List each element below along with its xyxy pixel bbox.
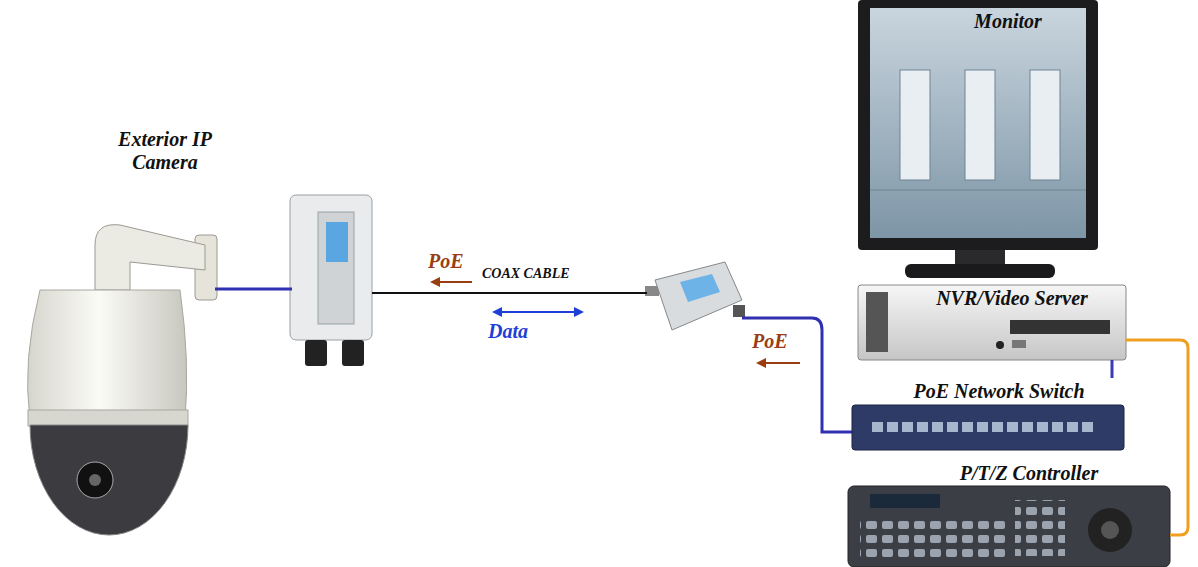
adapter-body	[655, 262, 742, 330]
poe-arrow	[758, 362, 800, 364]
camera-housing	[28, 290, 187, 420]
joystick	[1101, 521, 1119, 539]
power-button	[996, 341, 1004, 349]
device-label: NVR/Video Server	[898, 287, 1126, 310]
lens-glint	[89, 474, 101, 486]
controller-body	[848, 486, 1170, 567]
joystick-base	[1088, 508, 1132, 552]
indoor-adapter	[645, 262, 745, 330]
camera-lens	[77, 462, 113, 498]
data-arrow	[494, 311, 582, 313]
server-box: NVR/Video Server	[858, 285, 1126, 360]
housing-band	[28, 410, 188, 426]
monitor-box: Monitor	[858, 0, 1098, 250]
cable-gland	[305, 340, 327, 366]
nvr-bay	[1010, 320, 1110, 334]
sticker	[680, 274, 720, 302]
module	[318, 212, 354, 324]
ip-camera	[28, 225, 217, 535]
coax-connector	[645, 286, 659, 296]
mount-arm	[95, 225, 205, 290]
monitor-base	[905, 264, 1055, 278]
monitor-neck	[955, 250, 1005, 266]
usb-port	[1012, 340, 1026, 348]
switch-ports	[870, 420, 1095, 434]
screen-door	[965, 70, 995, 180]
camera-label-box: Exterior IP Camera	[95, 128, 235, 198]
camera-dome	[30, 425, 188, 535]
switch-chassis	[852, 405, 1124, 450]
screen-door	[1030, 70, 1060, 180]
device-label: PoE Network Switch	[892, 380, 1106, 403]
cable-gland	[342, 340, 364, 366]
network-switch	[852, 405, 1124, 450]
sticker	[326, 222, 348, 262]
monitor-screen	[870, 8, 1086, 238]
network-cable	[742, 318, 852, 432]
device-label: Exterior IP Camera	[95, 128, 235, 174]
ptz-controller	[848, 486, 1170, 567]
controller-keys	[860, 515, 1010, 559]
control-cable	[1126, 340, 1188, 535]
nvr-server	[858, 285, 1126, 360]
poe-label: PoE	[428, 250, 464, 273]
device-label: P/T/Z Controller	[888, 462, 1170, 485]
screen-door	[900, 70, 930, 180]
enclosure	[290, 195, 372, 340]
controller-box: P/T/Z Controller	[848, 460, 1170, 567]
poe-label: PoE	[752, 330, 788, 353]
nvr-handle	[866, 292, 888, 352]
controller-keys	[1015, 500, 1065, 556]
switch-box: PoE Network Switch	[852, 378, 1124, 452]
monitor	[858, 0, 1098, 278]
screen-floor	[870, 190, 1086, 191]
poe-arrow	[432, 281, 472, 283]
network-cable	[215, 288, 292, 291]
data-label: Data	[488, 320, 528, 343]
nvr-chassis	[858, 285, 1126, 360]
cable-label: COAX CABLE	[482, 266, 570, 282]
device-label: Monitor	[918, 10, 1098, 33]
network-link	[1111, 360, 1114, 378]
controller-lcd	[870, 494, 940, 508]
monitor-bezel	[858, 0, 1098, 250]
rj45-port	[733, 305, 745, 317]
coax-cable	[372, 292, 647, 294]
outdoor-transceiver	[290, 195, 372, 366]
